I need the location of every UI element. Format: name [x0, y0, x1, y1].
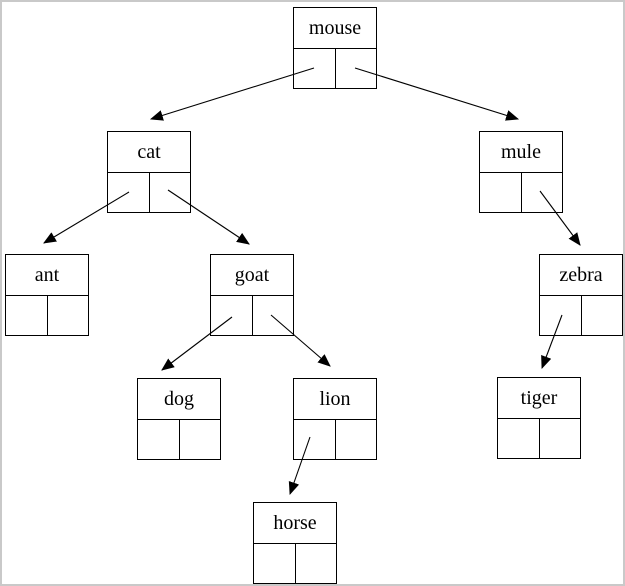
node-pointer-cells	[294, 420, 376, 459]
right-pointer-cell	[48, 296, 89, 335]
left-pointer-cell	[540, 296, 582, 335]
tree-node-horse: horse	[253, 502, 337, 584]
node-pointer-cells	[108, 173, 190, 212]
node-pointer-cells	[6, 296, 88, 335]
right-pointer-cell	[540, 419, 581, 458]
left-pointer-cell	[6, 296, 48, 335]
node-pointer-cells	[254, 544, 336, 583]
tree-node-ant: ant	[5, 254, 89, 336]
node-label-dog: dog	[138, 379, 220, 420]
tree-node-dog: dog	[137, 378, 221, 460]
left-pointer-cell	[108, 173, 150, 212]
node-label-tiger: tiger	[498, 378, 580, 419]
node-label-horse: horse	[254, 503, 336, 544]
node-pointer-cells	[498, 419, 580, 458]
right-pointer-cell	[296, 544, 337, 583]
tree-node-goat: goat	[210, 254, 294, 336]
left-pointer-cell	[254, 544, 296, 583]
right-pointer-cell	[582, 296, 623, 335]
right-pointer-cell	[336, 49, 377, 88]
tree-node-mule: mule	[479, 131, 563, 213]
node-label-ant: ant	[6, 255, 88, 296]
right-pointer-cell	[522, 173, 563, 212]
node-label-mouse: mouse	[294, 8, 376, 49]
node-pointer-cells	[540, 296, 622, 335]
left-pointer-cell	[294, 420, 336, 459]
right-pointer-cell	[336, 420, 377, 459]
tree-node-zebra: zebra	[539, 254, 623, 336]
right-pointer-cell	[180, 420, 221, 459]
node-pointer-cells	[138, 420, 220, 459]
node-label-cat: cat	[108, 132, 190, 173]
node-label-zebra: zebra	[540, 255, 622, 296]
left-pointer-cell	[480, 173, 522, 212]
tree-node-tiger: tiger	[497, 377, 581, 459]
node-pointer-cells	[294, 49, 376, 88]
right-pointer-cell	[253, 296, 294, 335]
tree-node-mouse: mouse	[293, 7, 377, 89]
node-pointer-cells	[211, 296, 293, 335]
node-label-lion: lion	[294, 379, 376, 420]
tree-node-lion: lion	[293, 378, 377, 460]
node-label-goat: goat	[211, 255, 293, 296]
right-pointer-cell	[150, 173, 191, 212]
left-pointer-cell	[294, 49, 336, 88]
node-pointer-cells	[480, 173, 562, 212]
left-pointer-cell	[498, 419, 540, 458]
node-label-mule: mule	[480, 132, 562, 173]
tree-node-cat: cat	[107, 131, 191, 213]
left-pointer-cell	[211, 296, 253, 335]
left-pointer-cell	[138, 420, 180, 459]
